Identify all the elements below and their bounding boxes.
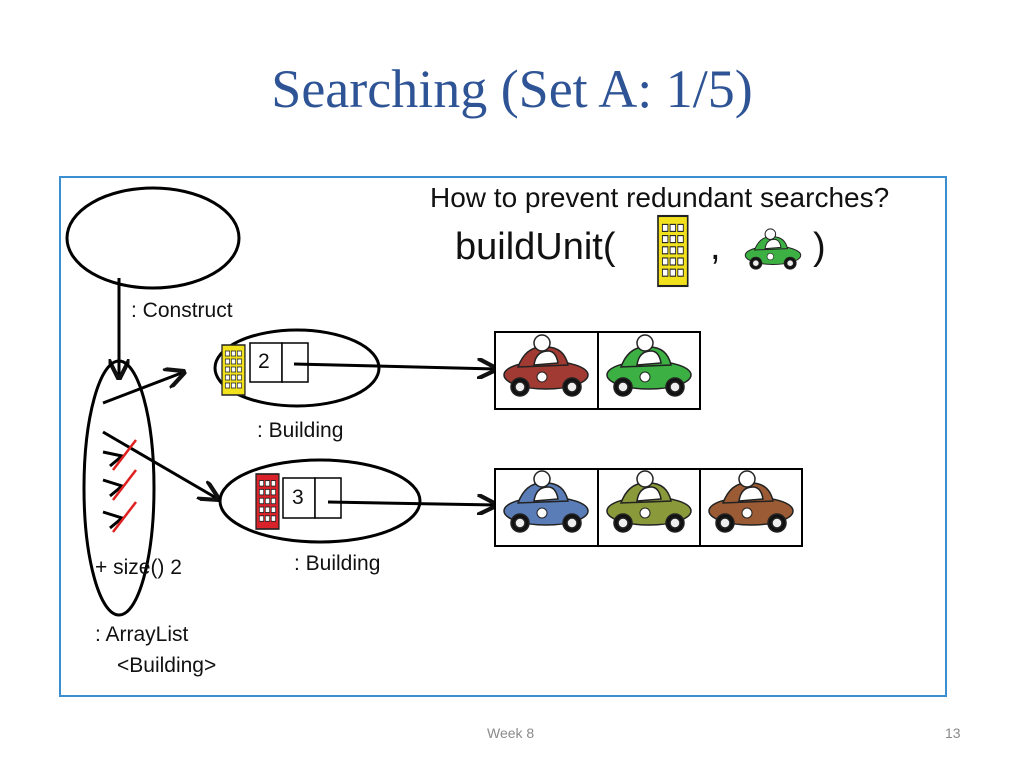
list-slot-2-arrow (102, 430, 218, 499)
building-1-count-cell (249, 342, 283, 383)
arraylist-label: : ArrayList (95, 623, 189, 646)
call-building-icon (657, 214, 689, 288)
slide-title: Searching (Set A: 1/5) (271, 59, 753, 119)
building-2-ellipse (218, 458, 422, 544)
null-cross-marks (112, 439, 137, 533)
size-label: + size() 2 (95, 556, 182, 579)
building-1-count: 2 (258, 350, 270, 373)
construct-label: : Construct (131, 299, 233, 322)
diagram-frame (59, 176, 947, 697)
yellow-building-icon (221, 344, 246, 396)
construct-object-ellipse (65, 186, 241, 290)
build-unit-comma: , (710, 226, 721, 268)
building-1-units-arrow (293, 364, 496, 369)
call-car-icon (744, 228, 802, 270)
building-1-ref-cell (281, 342, 309, 383)
red-building-icon (255, 473, 280, 530)
building-2-count: 3 (292, 486, 304, 509)
building-2-units-arrow (327, 502, 496, 505)
empty-slot-arrows (102, 450, 126, 530)
list-slot-1-arrow (102, 372, 184, 405)
building-2-label: : Building (294, 552, 381, 575)
footer-page-number: 13 (945, 725, 961, 741)
building-2-ref-cell (314, 477, 342, 519)
building-1-ellipse (213, 328, 381, 408)
arraylist-ellipse (82, 359, 156, 617)
footer-week: Week 8 (487, 725, 535, 741)
arraylist-type-label: <Building> (117, 654, 217, 677)
building-1-label: : Building (257, 419, 344, 442)
question-text: How to prevent redundant searches? (430, 182, 890, 213)
build-unit-close-paren: ) (813, 226, 826, 268)
build-unit-call: buildUnit( (455, 226, 616, 268)
building-2-count-cell (282, 477, 316, 519)
